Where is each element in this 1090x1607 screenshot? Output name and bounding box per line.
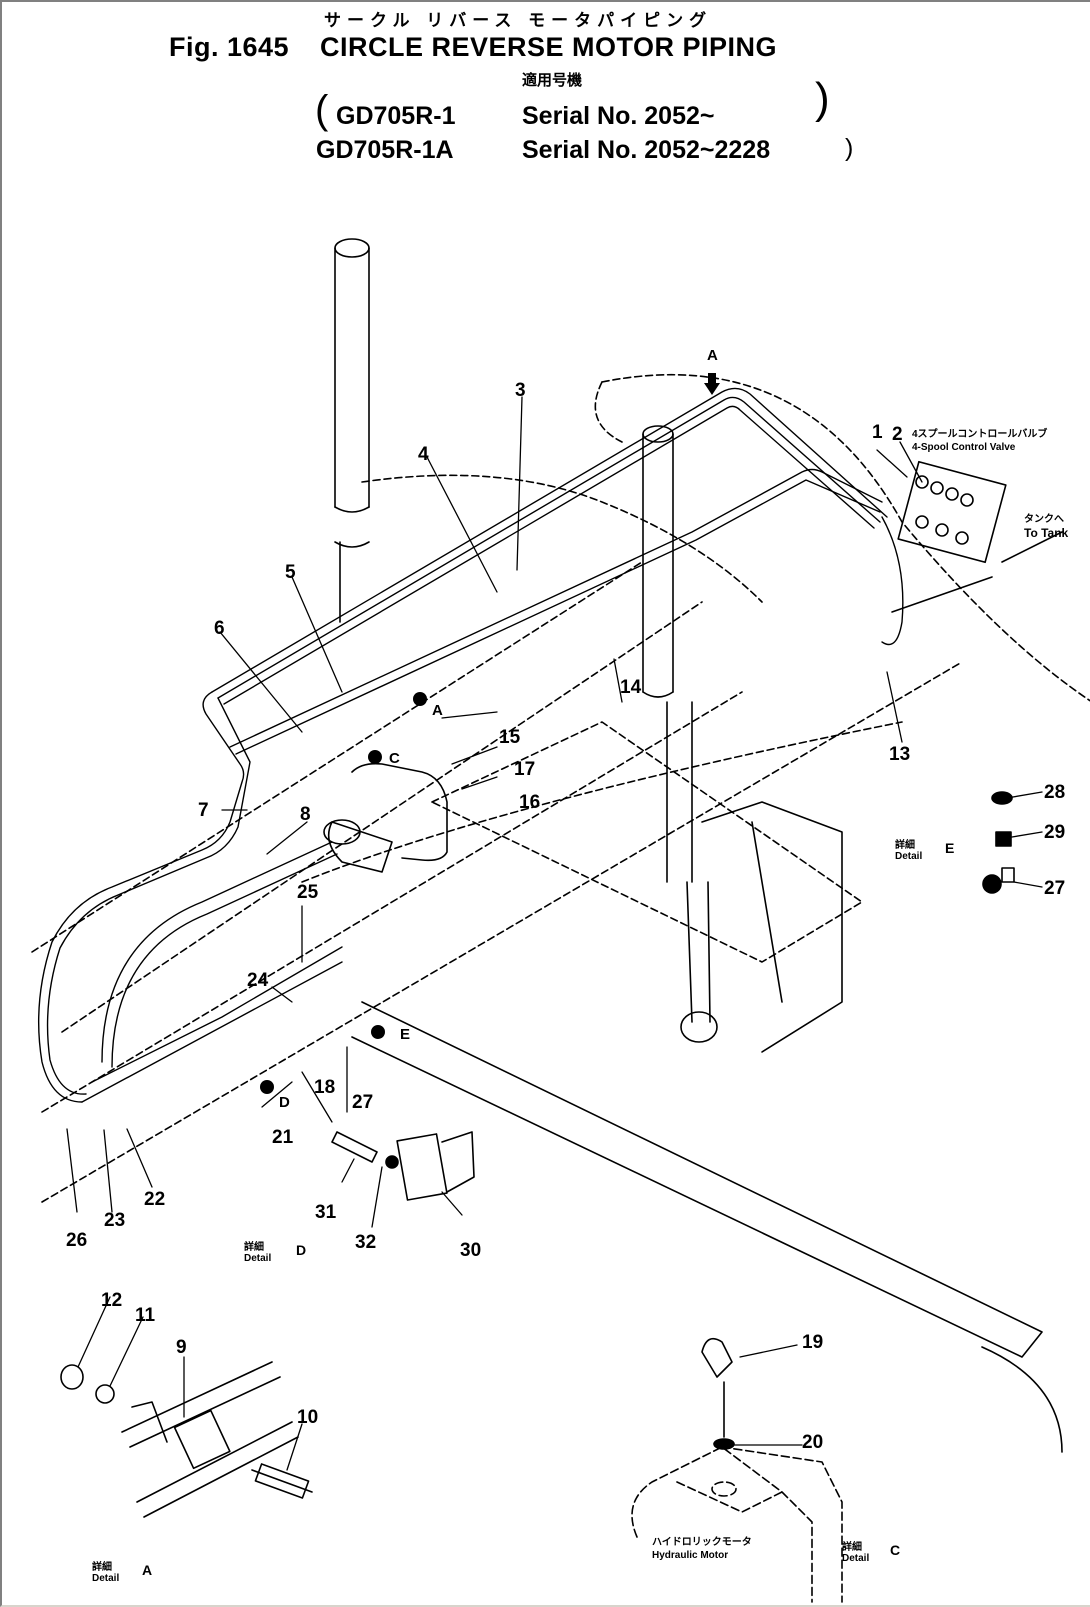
control-valve-jp: 4スプールコントロールバルブ xyxy=(912,429,1048,440)
part-label-7: 7 xyxy=(198,800,209,821)
control-valve-en: 4-Spool Control Valve xyxy=(912,442,1016,453)
detail-e-en: Detail xyxy=(895,851,923,862)
model-1: GD705R-1 xyxy=(336,102,456,130)
part-label-1: 1 xyxy=(872,422,883,443)
to-tank-jp: タンクへ xyxy=(1024,514,1064,525)
view-marker-a: A xyxy=(432,702,443,719)
view-marker-c: C xyxy=(389,750,400,767)
paren-close-2: ) xyxy=(845,134,854,162)
to-tank-en: To Tank xyxy=(1024,526,1069,540)
leader-lines xyxy=(66,396,1043,1471)
detail-c-en: Detail xyxy=(842,1553,870,1564)
right-lift-cylinder xyxy=(642,425,718,1043)
part-label-10: 10 xyxy=(297,1407,319,1428)
detail-d-letter: D xyxy=(296,1242,307,1258)
part-label-18: 18 xyxy=(314,1077,336,1098)
detail-e-jp: 詳細 xyxy=(895,840,915,851)
detail-caption-e: 詳細 Detail E xyxy=(895,840,954,862)
detail-a-en: Detail xyxy=(92,1573,120,1584)
part-label-4: 4 xyxy=(418,444,429,465)
part-label-5: 5 xyxy=(285,562,296,583)
hydraulic-motor-jp: ハイドロリックモータ xyxy=(652,1537,752,1548)
part-label-30: 30 xyxy=(460,1240,482,1261)
japanese-title: サークル リバース モータパイピング xyxy=(324,11,713,30)
detail-a-letter: A xyxy=(142,1562,153,1578)
part-label-25: 25 xyxy=(297,882,319,903)
part-label-29: 29 xyxy=(1044,822,1066,843)
left-lift-cylinder xyxy=(334,238,370,623)
part-label-16: 16 xyxy=(519,792,541,813)
part-label-3: 3 xyxy=(515,380,526,401)
part-label-22: 22 xyxy=(144,1189,166,1210)
pipe-bundle xyxy=(37,387,904,1103)
drawbar-frame xyxy=(31,374,1090,1203)
detail-e-parts xyxy=(982,791,1015,894)
detail-caption-d: 詳細 Detail D xyxy=(244,1242,306,1264)
figure-title: CIRCLE REVERSE MOTOR PIPING xyxy=(320,32,778,62)
view-marker-e: E xyxy=(400,1026,411,1043)
detail-c-jp: 詳細 xyxy=(842,1542,862,1553)
detail-a-clamp xyxy=(60,1361,313,1518)
part-label-17: 17 xyxy=(514,759,536,780)
part-label-12: 12 xyxy=(101,1290,123,1311)
applicable-jp: 適用号機 xyxy=(522,72,583,89)
part-label-27: 27 xyxy=(352,1092,374,1113)
part-label-19: 19 xyxy=(802,1332,824,1353)
view-marker-d: D xyxy=(279,1094,290,1111)
model-2: GD705R-1A xyxy=(316,136,454,164)
part-label-15: 15 xyxy=(499,727,521,748)
part-label-20: 20 xyxy=(802,1432,824,1453)
paren-close: ) xyxy=(815,74,830,123)
hydraulic-motor-en: Hydraulic Motor xyxy=(652,1550,729,1561)
figure-number: Fig. 1645 xyxy=(169,32,290,62)
part-label-11: 11 xyxy=(135,1305,156,1326)
detail-c-motor xyxy=(631,1446,843,1603)
part-label-26: 26 xyxy=(66,1230,88,1251)
part-label-14: 14 xyxy=(620,677,642,698)
serial-2: Serial No. 2052~2228 xyxy=(522,136,771,164)
detail-d-clamp xyxy=(331,1131,475,1201)
control-valve xyxy=(891,460,1063,613)
reverse-motor xyxy=(323,762,448,873)
part-label-23: 23 xyxy=(104,1210,126,1231)
blade xyxy=(351,801,1063,1453)
detail-d-jp: 詳細 xyxy=(244,1242,264,1253)
part-label-31: 31 xyxy=(315,1202,337,1223)
view-marker-blobs xyxy=(260,373,720,1094)
detail-caption-a: 詳細 Detail A xyxy=(92,1562,152,1584)
paren-open: ( xyxy=(315,88,329,132)
part-label-24: 24 xyxy=(247,970,269,991)
part-label-27-detail-e: 27 xyxy=(1044,878,1066,899)
part-label-13: 13 xyxy=(889,744,911,765)
part-label-28: 28 xyxy=(1044,782,1066,803)
part-label-32: 32 xyxy=(355,1232,377,1253)
serial-1: Serial No. 2052~ xyxy=(522,102,715,130)
detail-e-letter: E xyxy=(945,840,955,856)
detail-a-jp: 詳細 xyxy=(92,1562,112,1573)
part-label-8: 8 xyxy=(300,804,311,825)
part-label-21: 21 xyxy=(272,1127,294,1148)
view-marker-a-top: A xyxy=(707,347,718,364)
part-label-9: 9 xyxy=(176,1337,187,1358)
part-label-2: 2 xyxy=(892,424,903,445)
part-label-6: 6 xyxy=(214,618,225,639)
detail-d-en: Detail xyxy=(244,1253,272,1264)
detail-c-letter: C xyxy=(890,1542,901,1558)
detail-c-fitting xyxy=(701,1337,735,1450)
detail-caption-c: 詳細 Detail C xyxy=(842,1542,900,1564)
